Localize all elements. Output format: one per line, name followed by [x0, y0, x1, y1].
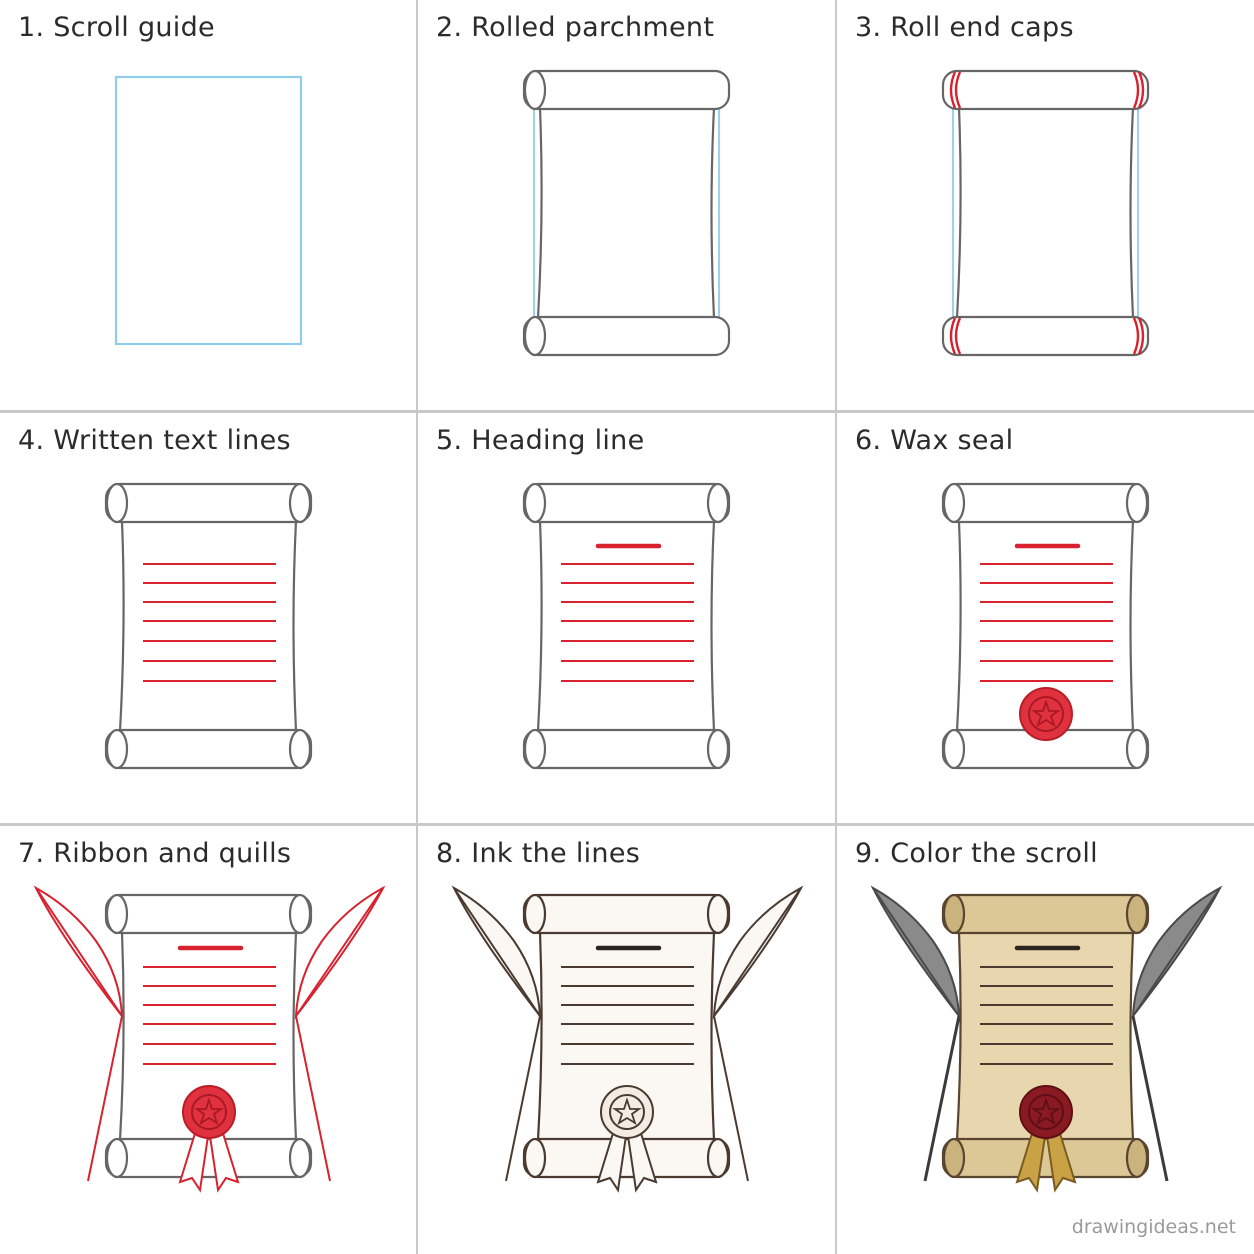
grid-divider [0, 823, 416, 826]
grid-divider [416, 410, 418, 413]
step-9-label: 9. Color the scroll [855, 838, 1098, 869]
step-3-panel: 3. Roll end caps [837, 0, 1254, 410]
grid-divider [416, 826, 418, 1254]
written-text-lines [143, 563, 276, 682]
step-5-panel: 5. Heading line [418, 413, 835, 823]
step-6-drawing [941, 482, 1150, 770]
step-7-panel: 7. Ribbon and quills [0, 826, 416, 1254]
rolled-parchment [522, 69, 731, 357]
step-5-label: 5. Heading line [436, 425, 645, 456]
step-3-label: 3. Roll end caps [855, 12, 1074, 43]
step-8-panel: 8. Ink the lines [418, 826, 835, 1254]
quill-left [451, 885, 542, 1182]
step-1-drawing [114, 75, 303, 346]
grid-divider [835, 823, 837, 826]
grid-divider [416, 823, 418, 826]
grid-divider [837, 823, 1254, 826]
step-7-drawing [33, 885, 386, 1193]
step-1-panel: 1. Scroll guide [0, 0, 416, 410]
grid-divider [835, 826, 837, 1254]
step-9-panel: 9. Color the scroll [837, 826, 1254, 1254]
quill-right [1131, 885, 1223, 1182]
grid-divider [416, 413, 418, 823]
quill-left [870, 885, 961, 1182]
step-3-drawing [941, 69, 1150, 357]
grid-divider [0, 410, 416, 413]
step-5-drawing [522, 482, 731, 770]
ribbon [178, 1128, 240, 1193]
grid-divider [416, 0, 418, 410]
wax-seal [600, 1085, 654, 1139]
step-4-label: 4. Written text lines [18, 425, 291, 456]
roll-end-caps [949, 71, 1145, 355]
step-2-panel: 2. Rolled parchment [418, 0, 835, 410]
step-4-drawing [104, 482, 313, 770]
step-6-label: 6. Wax seal [855, 425, 1014, 456]
step-8-drawing [451, 885, 804, 1193]
grid-divider [835, 0, 837, 410]
watermark: drawingideas.net [1071, 1216, 1236, 1238]
step-6-panel: 6. Wax seal [837, 413, 1254, 823]
grid-divider [835, 413, 837, 823]
grid-divider [418, 823, 835, 826]
step-2-drawing [522, 69, 731, 357]
grid-divider [835, 410, 837, 413]
grid-divider [837, 410, 1254, 413]
quill-right [712, 885, 804, 1182]
wax-seal [182, 1085, 236, 1139]
step-8-label: 8. Ink the lines [436, 838, 641, 869]
quill-right [294, 885, 386, 1182]
wax-seal [1019, 1085, 1073, 1139]
scroll-guide-rectangle [114, 75, 303, 346]
step-4-panel: 4. Written text lines [0, 413, 416, 823]
step-9-drawing [870, 885, 1223, 1193]
step-2-label: 2. Rolled parchment [436, 12, 715, 43]
step-7-label: 7. Ribbon and quills [18, 838, 292, 869]
quill-left [33, 885, 124, 1182]
step-1-label: 1. Scroll guide [18, 12, 215, 43]
grid-divider [418, 410, 835, 413]
wax-seal [1019, 687, 1073, 741]
